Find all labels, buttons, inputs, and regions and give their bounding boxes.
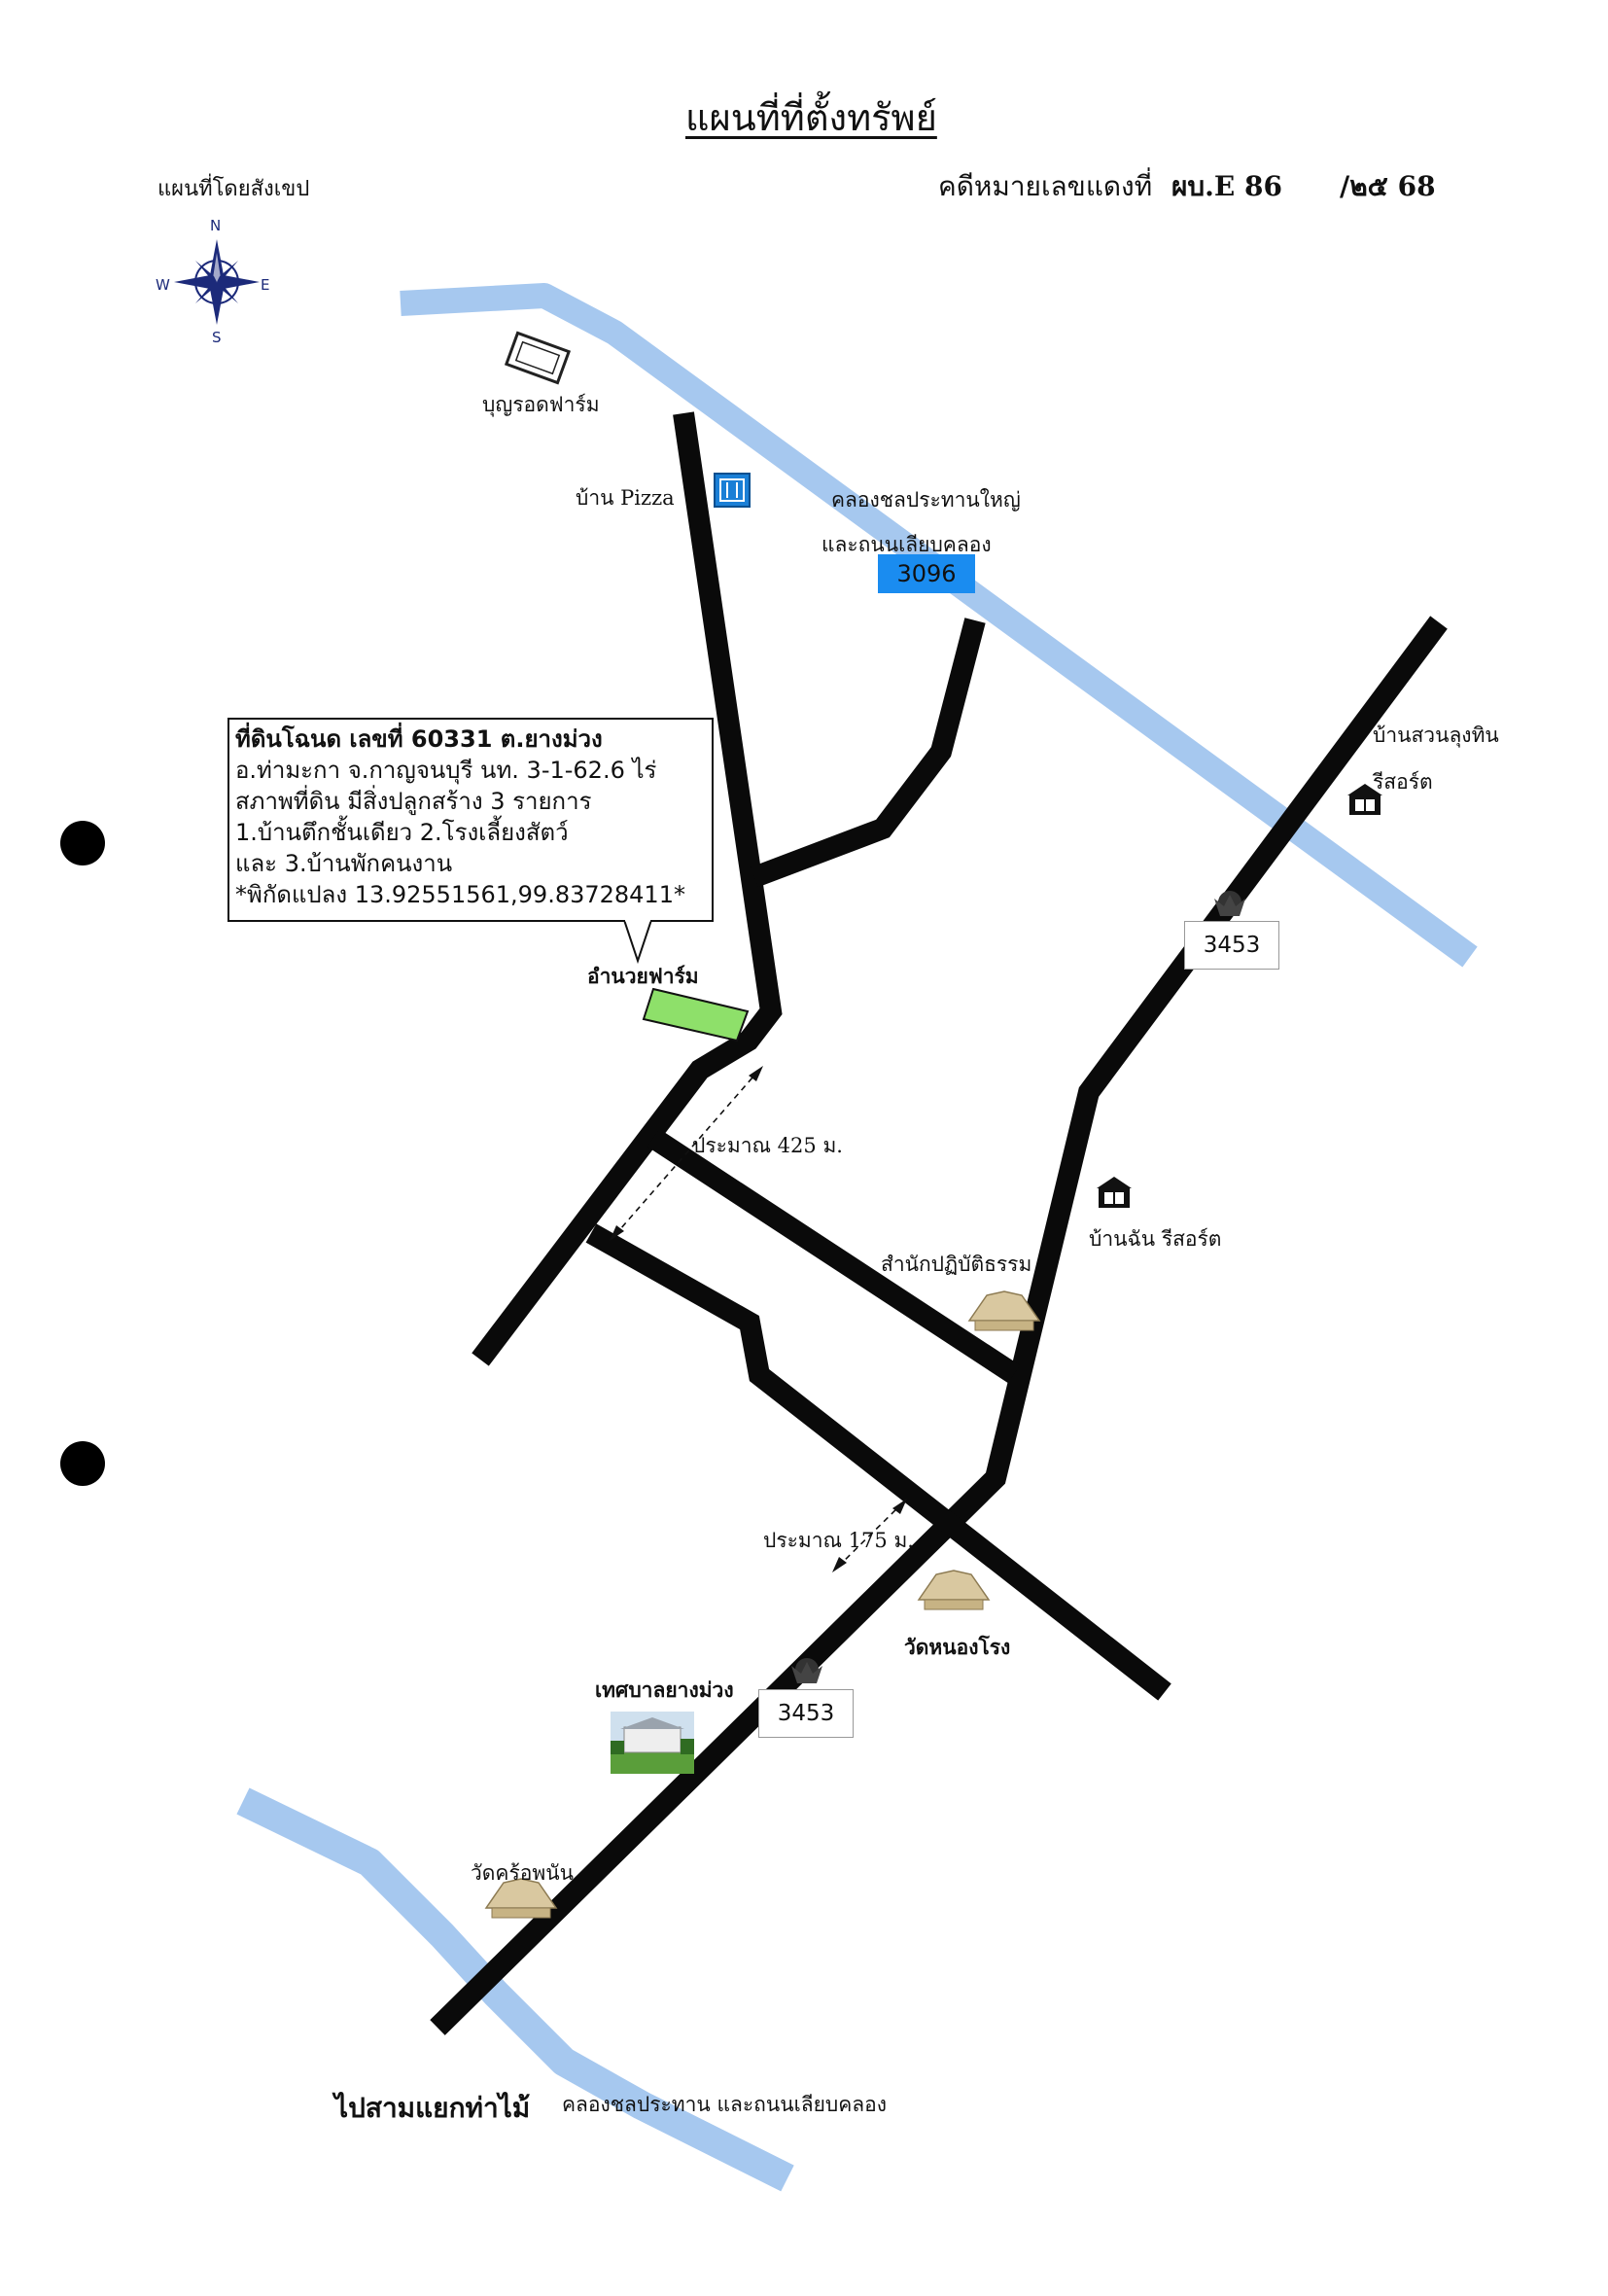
- canal-bottom-river: [236, 1787, 794, 2192]
- road-3453: [430, 616, 1448, 2035]
- road-shield-3453: 3453: [1184, 921, 1279, 970]
- parcel-info-box: ที่ดินโฉนด เลขที่ 60331 ต.ยางม่วง อ.ท่าม…: [227, 718, 714, 922]
- canal-top-river: [400, 283, 1478, 968]
- road-east-west-upper: [647, 1128, 1021, 1384]
- compass-east-label: E: [261, 276, 270, 294]
- info-line: *พิกัดแปลง 13.92551561,99.83728411*: [235, 881, 685, 908]
- resort-house-icon: [1097, 1177, 1132, 1208]
- info-box-callout: [622, 920, 653, 965]
- label-pizza-house: บ้าน Pizza: [576, 486, 675, 510]
- info-line: 1.บ้านตึกชั้นเดียว 2.โรงเลี้ยงสัตว์: [235, 819, 569, 846]
- label-canal-bottom: คลองชลประทาน และถนนเลียบคลอง: [562, 2093, 888, 2116]
- info-line: และ 3.บ้านพักคนงาน: [235, 850, 453, 877]
- road-north-south: [472, 411, 783, 1366]
- road-network: [430, 411, 1448, 2035]
- case-number-suffix: /๒๕ 68: [1340, 170, 1436, 202]
- label-suan-lung-tin-resort: รีสอร์ต: [1373, 770, 1433, 794]
- compass-north-label: N: [210, 217, 222, 234]
- label-canal-big-road: และถนนเลียบคลอง: [821, 533, 992, 556]
- label-to-junction: ไปสามแยกท่าไม้: [334, 2092, 531, 2124]
- farm-outline-icon: [504, 331, 572, 385]
- punch-hole: [60, 1441, 105, 1486]
- label-canal-big: คลองชลประทานใหญ่: [831, 488, 1021, 512]
- distance-175-arrow: [835, 1501, 904, 1570]
- temple-icon: [967, 1290, 1041, 1331]
- case-number-label: คดีหมายเลขแดงที่: [938, 170, 1153, 202]
- compass-south-label: S: [212, 329, 222, 346]
- municipality-photo-icon: [611, 1712, 694, 1774]
- label-ban-chan-resort: บ้านฉัน รีสอร์ต: [1089, 1227, 1222, 1251]
- label-yang-muang-municipality: เทศบาลยางม่วง: [595, 1678, 734, 1702]
- temple-icon: [917, 1570, 991, 1610]
- punch-hole: [60, 821, 105, 865]
- restaurant-icon: [714, 473, 751, 508]
- map-title: แผนที่ที่ตั้งทรัพย์: [685, 96, 937, 139]
- temple-icon: [484, 1878, 558, 1919]
- label-dharma-center: สำนักปฏิบัติธรรม: [881, 1253, 1032, 1276]
- label-distance-425: ประมาณ 425 ม.: [692, 1134, 843, 1157]
- label-wat-nong-rong: วัดหนองโรง: [904, 1635, 1011, 1659]
- info-line: สภาพที่ดิน มีสิ่งปลูกสร้าง 3 รายการ: [235, 788, 592, 815]
- road-shield-3096: 3096: [878, 554, 975, 593]
- road-branch-to-canal: [751, 618, 986, 888]
- distance-425-arrow: [612, 1069, 760, 1238]
- land-parcel: [642, 987, 750, 1042]
- label-distance-175: ประมาณ 175 ม.: [763, 1529, 914, 1552]
- compass-west-label: W: [156, 276, 170, 294]
- case-number-prefix: ผบ.E 86: [1171, 170, 1282, 202]
- road-east-west-lower: [585, 1223, 1171, 1701]
- label-wat-khrophanan: วัดคร้อพนัน: [471, 1861, 574, 1885]
- label-amnuay-farm: อำนวยฟาร์ม: [587, 964, 699, 988]
- info-line: อ.ท่ามะกา จ.กาญจนบุรี นท. 3-1-62.6 ไร่: [235, 757, 657, 784]
- map-subtitle: แผนที่โดยสังเขป: [157, 177, 310, 201]
- label-suan-lung-tin: บ้านสวนลุงทิน: [1373, 724, 1499, 747]
- road-shield-3453: 3453: [758, 1689, 854, 1738]
- royal-emblem-icon: [791, 1658, 822, 1683]
- info-line: ที่ดินโฉนด เลขที่ 60331 ต.ยางม่วง: [235, 725, 603, 753]
- label-boonrod-farm: บุญรอดฟาร์ม: [482, 393, 600, 416]
- compass-rose-icon: [174, 239, 260, 325]
- resort-house-icon: [1347, 784, 1382, 815]
- royal-emblem-icon: [1214, 891, 1245, 916]
